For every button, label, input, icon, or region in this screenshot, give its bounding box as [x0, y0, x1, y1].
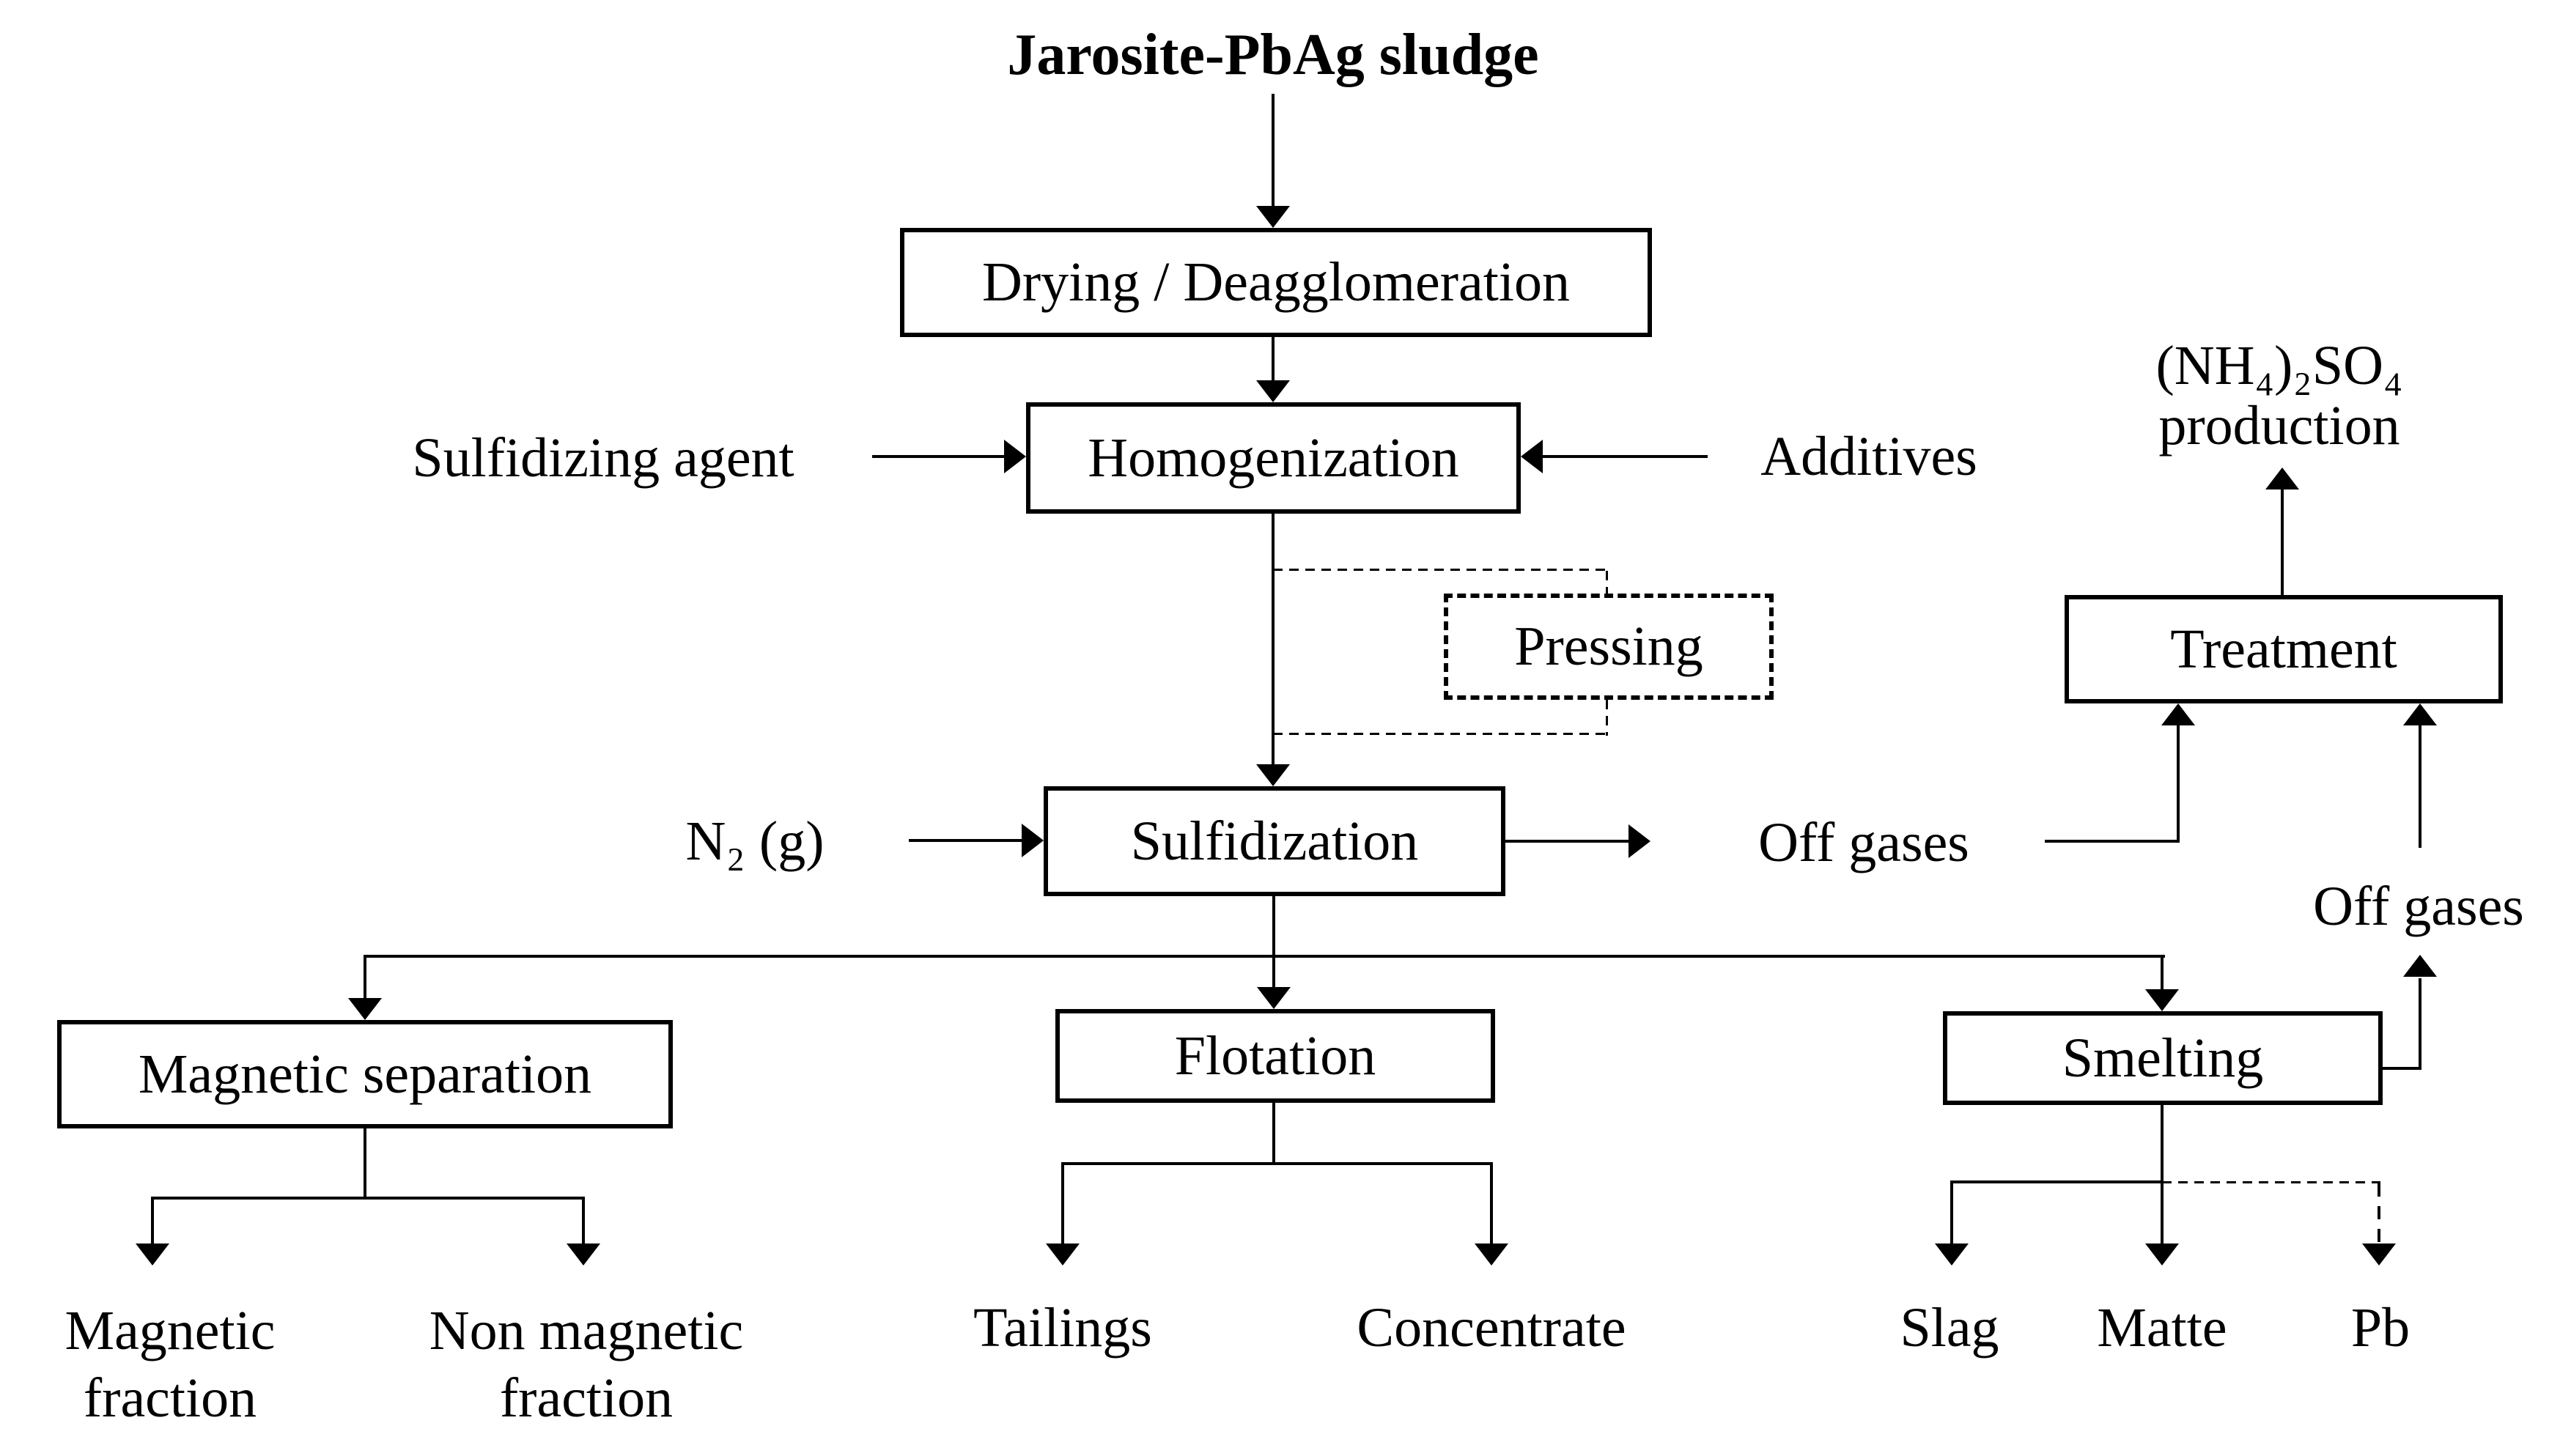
arrowhead-offgases: [1628, 824, 1650, 858]
connector-n2: [909, 839, 1023, 842]
drop-magnetic-fraction: [151, 1197, 154, 1243]
offgases-sulfidization-label: Off gases: [1758, 812, 1969, 873]
smelting-box: Smelting: [1943, 1011, 2383, 1105]
arrowhead-tailings: [1046, 1243, 1080, 1265]
flotation-label: Flotation: [1174, 1024, 1376, 1087]
arrowhead-non-magnetic-fraction: [567, 1243, 600, 1265]
arrowhead-additives: [1521, 440, 1543, 473]
pressing-label: Pressing: [1514, 616, 1703, 677]
arrowhead-sulfidizing-agent: [1004, 440, 1026, 473]
connector-sulfidization-splitter: [1272, 896, 1275, 987]
additives-label: Additives: [1760, 426, 1977, 487]
sulfidizing-agent-label: Sulfidizing agent: [412, 427, 794, 489]
diagram-title: Jarosite-PbAg sludge: [1007, 23, 1539, 87]
treatment-label: Treatment: [2170, 618, 2397, 680]
pb-label: Pb: [2350, 1297, 2410, 1359]
arrowhead-into-smelting: [2145, 989, 2179, 1011]
ammonium-sulfate-production: production: [2158, 395, 2400, 457]
drop-non-magnetic-fraction: [582, 1197, 585, 1243]
ammonium-sulfate-formula: (NH₄)₂SO₄: [2155, 335, 2403, 396]
connector-additives: [1543, 455, 1708, 458]
treatment-box: Treatment: [2065, 595, 2503, 703]
sulfidization-box: Sulfidization: [1044, 786, 1505, 896]
slag-label: Slag: [1900, 1297, 1999, 1359]
arrowhead-into-drying: [1256, 206, 1290, 228]
magnetic-separation-label: Magnetic separation: [138, 1043, 592, 1105]
connector-flotation-down: [1272, 1103, 1275, 1165]
dashed-stub-out-of-pressing: [1606, 700, 1608, 736]
matte-label: Matte: [2097, 1297, 2227, 1359]
drop-slag: [1950, 1180, 1953, 1243]
connector-offgases-elbow: [2045, 840, 2180, 843]
drying-box: Drying / Deagglomeration: [900, 228, 1652, 337]
non-magnetic-fraction-label: Non magnetic fraction: [429, 1300, 744, 1429]
smelting-split-bar-dotted: [2162, 1181, 2380, 1183]
dotted-branch-from-pressing: [1273, 733, 1607, 735]
arrowhead-into-magnetic-separation: [348, 998, 382, 1020]
arrowhead-concentrate: [1475, 1243, 1508, 1265]
connector-to-magnetic-separation: [364, 955, 366, 998]
connector-sulfidization-offgases: [1505, 840, 1630, 843]
dashed-stub-into-pressing: [1606, 571, 1608, 595]
arrowhead-into-treatment-right: [2403, 703, 2437, 725]
connector-smelting-offgases-up: [2419, 978, 2421, 1070]
connector-offgases2-treatment: [2419, 725, 2421, 848]
arrowhead-slag: [1935, 1243, 1969, 1265]
splitter-line: [364, 955, 2165, 958]
connector-magsep-down: [364, 1128, 366, 1200]
connector-homogenization-sulfidization: [1272, 514, 1275, 764]
drop-pb-dashed: [2378, 1183, 2380, 1243]
connector-to-smelting: [2161, 955, 2164, 991]
sulfidization-label: Sulfidization: [1130, 810, 1419, 872]
connector-treatment-product: [2281, 489, 2284, 595]
arrowhead-matte: [2145, 1243, 2179, 1265]
homogenization-box: Homogenization: [1026, 402, 1521, 514]
offgases-smelting-label: Off gases: [2313, 876, 2524, 937]
drop-matte: [2161, 1183, 2164, 1243]
tailings-label: Tailings: [973, 1297, 1152, 1359]
connector-drying-homogenization: [1272, 337, 1275, 380]
connector-title-drying: [1272, 94, 1275, 206]
drying-label: Drying / Deagglomeration: [981, 251, 1570, 313]
arrowhead-n2: [1022, 824, 1044, 857]
arrowhead-into-flotation: [1257, 987, 1291, 1009]
arrowhead-into-offgases2: [2403, 955, 2437, 977]
flotation-box: Flotation: [1055, 1009, 1495, 1103]
magnetic-fraction-label: Magnetic fraction: [64, 1300, 276, 1429]
connector-smelting-offgases-stub: [2380, 1067, 2421, 1070]
n2-gas-label: N₂ (g): [685, 810, 825, 872]
smelting-split-bar-solid: [1950, 1180, 2162, 1183]
dotted-branch-to-pressing: [1273, 569, 1607, 571]
arrowhead-into-treatment-left: [2161, 703, 2195, 725]
connector-sulfidizing-agent: [872, 455, 1006, 458]
arrowhead-into-sulfidization: [1256, 764, 1290, 786]
drop-tailings: [1061, 1162, 1064, 1243]
magnetic-separation-box: Magnetic separation: [57, 1020, 673, 1128]
arrowhead-into-homogenization: [1256, 380, 1290, 402]
flotation-split-bar: [1061, 1162, 1493, 1165]
arrowhead-magnetic-fraction: [136, 1243, 169, 1265]
magsep-split-bar: [151, 1197, 585, 1200]
concentrate-label: Concentrate: [1357, 1297, 1626, 1359]
pressing-box: Pressing: [1444, 594, 1774, 700]
connector-offgases-up: [2177, 725, 2180, 841]
arrowhead-into-product: [2265, 468, 2299, 489]
drop-concentrate: [1490, 1162, 1493, 1243]
ammonium-sulfate-label: (NH₄)₂SO₄ production: [2155, 336, 2402, 456]
arrowhead-pb: [2362, 1243, 2396, 1265]
smelting-label: Smelting: [2062, 1027, 2264, 1089]
connector-smelting-down: [2161, 1105, 2164, 1183]
homogenization-label: Homogenization: [1088, 426, 1459, 489]
